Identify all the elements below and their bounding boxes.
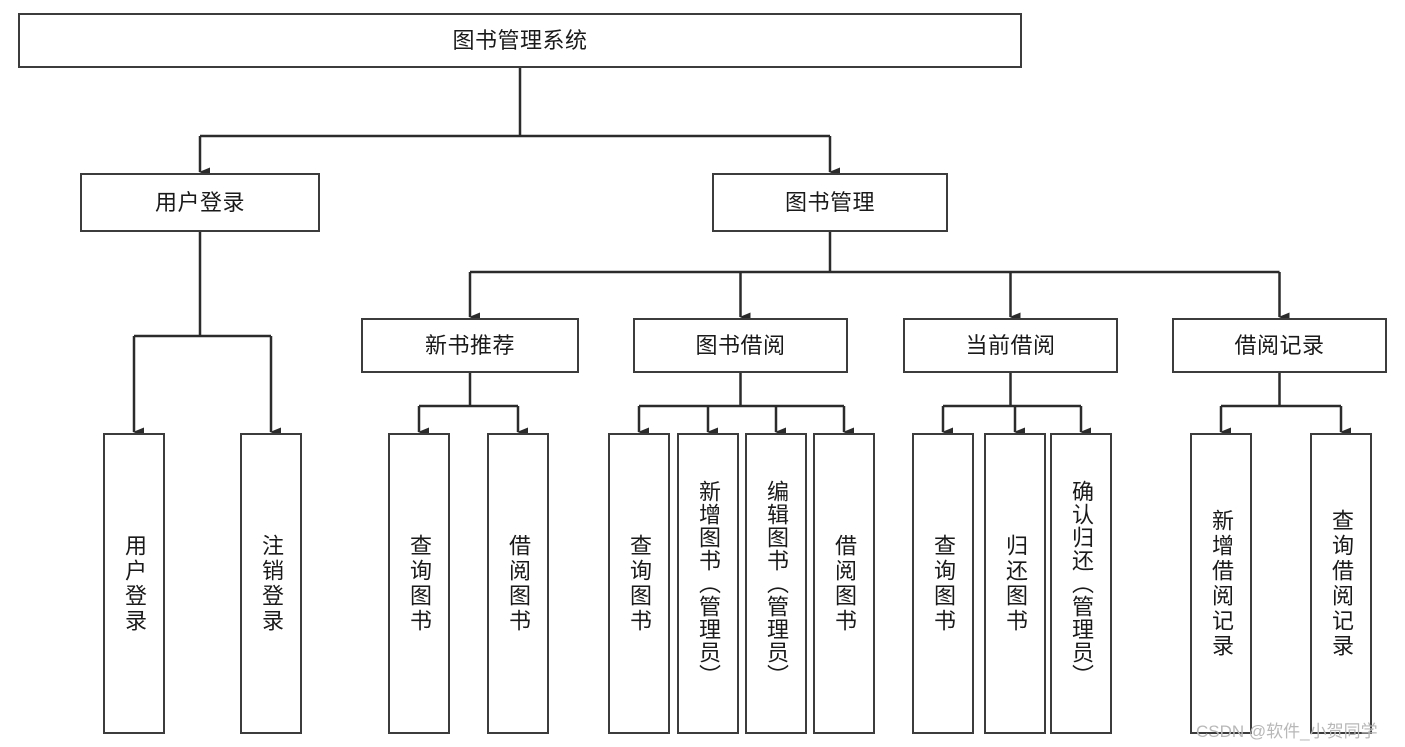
node-leaf-borrow-book-2[interactable]: 借阅图书 bbox=[813, 433, 875, 734]
node-leaf-return-book[interactable]: 归还图书 bbox=[984, 433, 1046, 734]
node-label-leaf-add-book: 新增图书（管理员） bbox=[696, 480, 721, 687]
node-label-user-login: 用户登录 bbox=[154, 189, 245, 215]
node-leaf-user-login[interactable]: 用户登录 bbox=[103, 433, 165, 734]
node-label-leaf-query-book-2: 查询图书 bbox=[627, 533, 652, 634]
node-leaf-add-book[interactable]: 新增图书（管理员） bbox=[677, 433, 739, 734]
node-label-leaf-edit-book: 编辑图书（管理员） bbox=[764, 480, 789, 687]
node-root[interactable]: 图书管理系统 bbox=[18, 13, 1022, 68]
node-label-leaf-borrow-book-1: 借阅图书 bbox=[506, 533, 531, 634]
node-leaf-query-book-2[interactable]: 查询图书 bbox=[608, 433, 670, 734]
node-label-new-book-recommend: 新书推荐 bbox=[424, 332, 515, 358]
node-leaf-query-book-1[interactable]: 查询图书 bbox=[388, 433, 450, 734]
node-label-root: 图书管理系统 bbox=[452, 27, 588, 53]
node-leaf-edit-book[interactable]: 编辑图书（管理员） bbox=[745, 433, 807, 734]
node-current-borrow[interactable]: 当前借阅 bbox=[903, 318, 1118, 373]
node-leaf-borrow-book-1[interactable]: 借阅图书 bbox=[487, 433, 549, 734]
node-leaf-query-book-3[interactable]: 查询图书 bbox=[912, 433, 974, 734]
node-borrow-record[interactable]: 借阅记录 bbox=[1172, 318, 1387, 373]
node-leaf-user-logout[interactable]: 注销登录 bbox=[240, 433, 302, 734]
node-book-borrow[interactable]: 图书借阅 bbox=[633, 318, 848, 373]
node-label-borrow-record: 借阅记录 bbox=[1234, 332, 1325, 358]
node-label-leaf-query-book-3: 查询图书 bbox=[931, 533, 956, 634]
node-label-leaf-confirm-return: 确认归还（管理员） bbox=[1069, 480, 1094, 687]
node-label-leaf-return-book: 归还图书 bbox=[1003, 533, 1028, 634]
node-user-login[interactable]: 用户登录 bbox=[80, 173, 320, 232]
node-new-book-recommend[interactable]: 新书推荐 bbox=[361, 318, 579, 373]
node-label-book-borrow: 图书借阅 bbox=[695, 332, 786, 358]
node-leaf-add-borrow-record[interactable]: 新增借阅记录 bbox=[1190, 433, 1252, 734]
node-label-leaf-add-borrow-record: 新增借阅记录 bbox=[1209, 508, 1234, 659]
node-label-leaf-query-book-1: 查询图书 bbox=[407, 533, 432, 634]
edge-group bbox=[132, 68, 1351, 437]
node-book-manage[interactable]: 图书管理 bbox=[712, 173, 948, 232]
node-label-current-borrow: 当前借阅 bbox=[965, 332, 1056, 358]
node-label-leaf-borrow-book-2: 借阅图书 bbox=[832, 533, 857, 634]
node-leaf-confirm-return[interactable]: 确认归还（管理员） bbox=[1050, 433, 1112, 734]
csdn-watermark: CSDN @软件_小贺同学 bbox=[1196, 722, 1378, 741]
node-label-leaf-user-logout: 注销登录 bbox=[259, 533, 284, 634]
node-label-book-manage: 图书管理 bbox=[784, 189, 875, 215]
node-label-leaf-query-borrow-record: 查询借阅记录 bbox=[1329, 508, 1354, 659]
node-label-leaf-user-login: 用户登录 bbox=[122, 533, 147, 634]
node-leaf-query-borrow-record[interactable]: 查询借阅记录 bbox=[1310, 433, 1372, 734]
